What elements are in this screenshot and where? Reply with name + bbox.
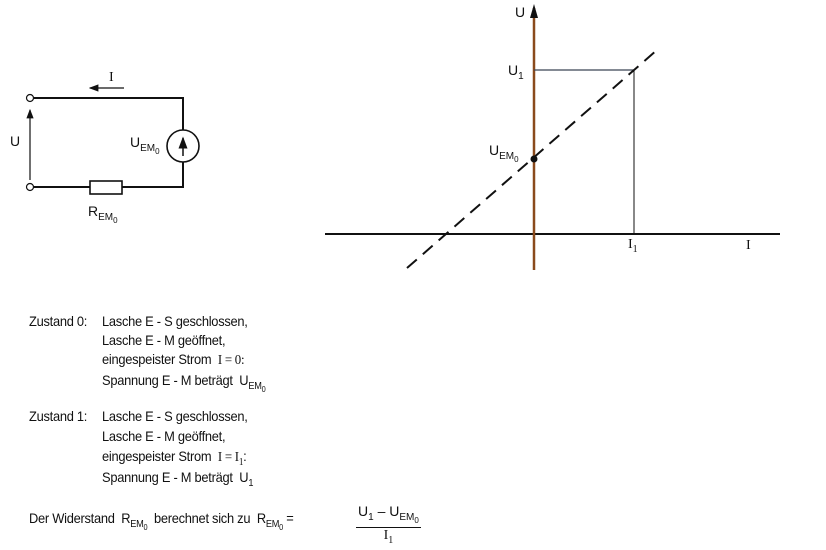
current-label: I bbox=[109, 70, 114, 85]
state1-line: eingespeister Strom I = I1: bbox=[102, 448, 247, 468]
state0-title: Zustand 0: bbox=[29, 313, 88, 329]
uem0-point bbox=[530, 155, 538, 163]
state0-line: Lasche E - S geschlossen, bbox=[102, 313, 248, 329]
source-label: UEM0 bbox=[130, 134, 160, 156]
terminal-bottom bbox=[25, 182, 35, 192]
state1-title: Zustand 1: bbox=[29, 408, 88, 424]
characteristic-line bbox=[406, 49, 658, 269]
state0-line: Spannung E - M beträgt UEM0 bbox=[102, 372, 266, 394]
resistor-label: REM0 bbox=[88, 203, 118, 225]
x-axis-label: I bbox=[746, 238, 751, 253]
uem0-label: UEM0 bbox=[489, 142, 519, 164]
y-axis-arrow-icon bbox=[530, 4, 538, 18]
circuit bbox=[25, 84, 200, 195]
state1-line: Lasche E - M geöffnet, bbox=[102, 428, 226, 444]
formula-numerator: U1 – UEM0 bbox=[356, 503, 421, 528]
terminal-top bbox=[25, 93, 35, 103]
graph bbox=[325, 4, 780, 270]
state1-line: Spannung E - M beträgt U1 bbox=[102, 469, 254, 489]
voltage-label: U bbox=[10, 133, 21, 149]
resistor-icon bbox=[89, 180, 123, 195]
y-axis-label: U bbox=[515, 4, 526, 20]
state1-line: Lasche E - S geschlossen, bbox=[102, 408, 248, 424]
formula-denominator: I1 bbox=[383, 528, 394, 546]
formula-fraction: U1 – UEM0 I1 bbox=[356, 503, 421, 546]
formula-text: Der Widerstand REM0 berechnet sich zu RE… bbox=[29, 510, 294, 532]
u1-label: U1 bbox=[508, 62, 524, 82]
state0-line: Lasche E - M geöffnet, bbox=[102, 332, 226, 348]
i1-label: I1 bbox=[628, 237, 638, 255]
state0-line: eingespeister Strom I = 0: bbox=[102, 351, 245, 368]
